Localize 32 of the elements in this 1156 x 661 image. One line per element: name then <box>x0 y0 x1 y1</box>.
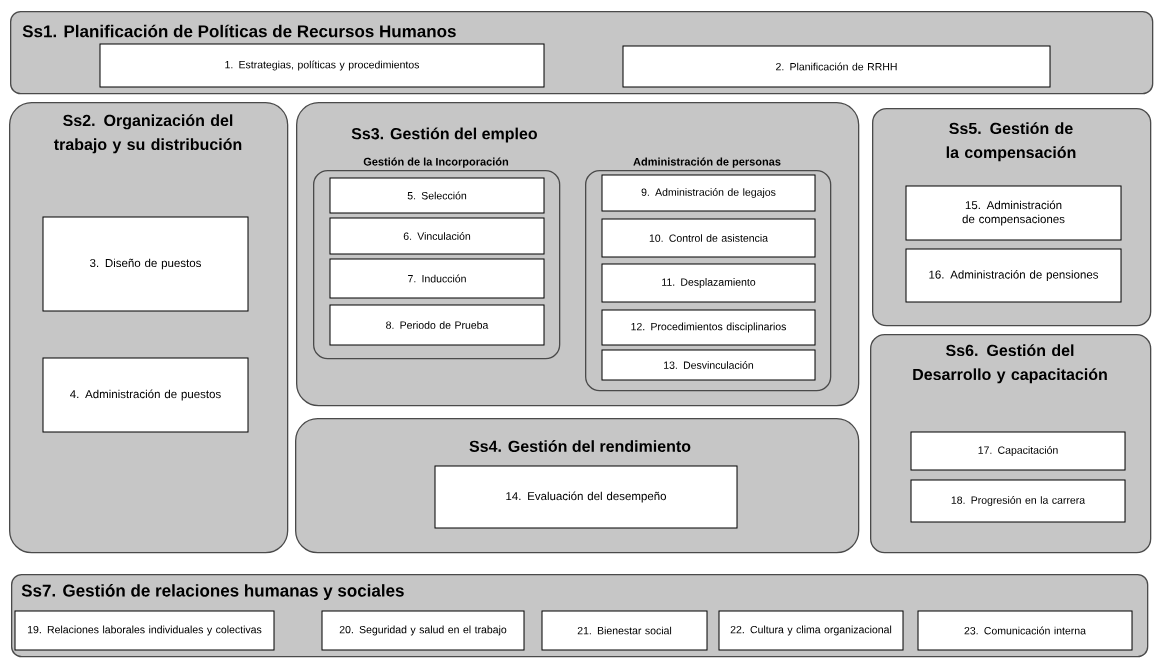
process-box: 15. Administración de compensaciones <box>905 185 1122 241</box>
process-box: 23. Comunicación interna <box>917 610 1133 651</box>
process-box: 17. Capacitación <box>910 431 1126 471</box>
section-heading: Ss6. Gestión del Desarrollo y capacitación <box>913 344 1107 384</box>
process-box: 7. Inducción <box>329 258 545 299</box>
process-box: 10. Control de asistencia <box>601 218 816 258</box>
process-box: 2. Planificación de RRHH <box>622 45 1051 88</box>
section-heading: Gestión de la Incorporación <box>363 157 509 168</box>
section-heading: Ss2. Organización del trabajo y su distribución <box>53 114 242 154</box>
section-heading: Ss5. Gestión de la compensación <box>946 122 1076 162</box>
process-box: 13. Desvinculación <box>601 349 816 381</box>
process-box: 3. Diseño de puestos <box>42 216 249 312</box>
process-box: 18. Progresión en la carrera <box>910 479 1126 523</box>
section-heading: Ss1. Planificación de Políticas de Recursos Humanos <box>22 24 456 38</box>
process-box: 14. Evaluación del desempeño <box>434 465 738 529</box>
process-box: 11. Desplazamiento <box>601 263 816 303</box>
process-box: 4. Administración de puestos <box>42 357 249 433</box>
process-box: 21. Bienestar social <box>541 610 708 651</box>
process-box: 19. Relaciones laborales individuales y colectivas <box>14 610 275 651</box>
section-heading: Ss7. Gestión de relaciones humanas y sociales <box>21 584 404 600</box>
section-heading: Administración de personas <box>633 157 781 168</box>
process-box: 8. Periodo de Prueba <box>329 304 545 346</box>
process-box: 22. Cultura y clima organizacional <box>718 610 904 651</box>
process-box: 16. Administración de pensiones <box>905 248 1122 303</box>
process-box: 20. Seguridad y salud en el trabajo <box>321 610 525 651</box>
process-box: 1. Estrategias, políticas y procedimientos <box>99 43 545 88</box>
process-box: 9. Administración de legajos <box>601 174 816 212</box>
process-box: 6. Vinculación <box>329 217 545 255</box>
process-box: 5. Selección <box>329 177 545 214</box>
process-box: 12. Procedimientos disciplinarios <box>601 309 816 346</box>
section-heading: Ss3. Gestión del empleo <box>351 127 537 143</box>
section-heading: Ss4. Gestión del rendimiento <box>469 440 691 452</box>
